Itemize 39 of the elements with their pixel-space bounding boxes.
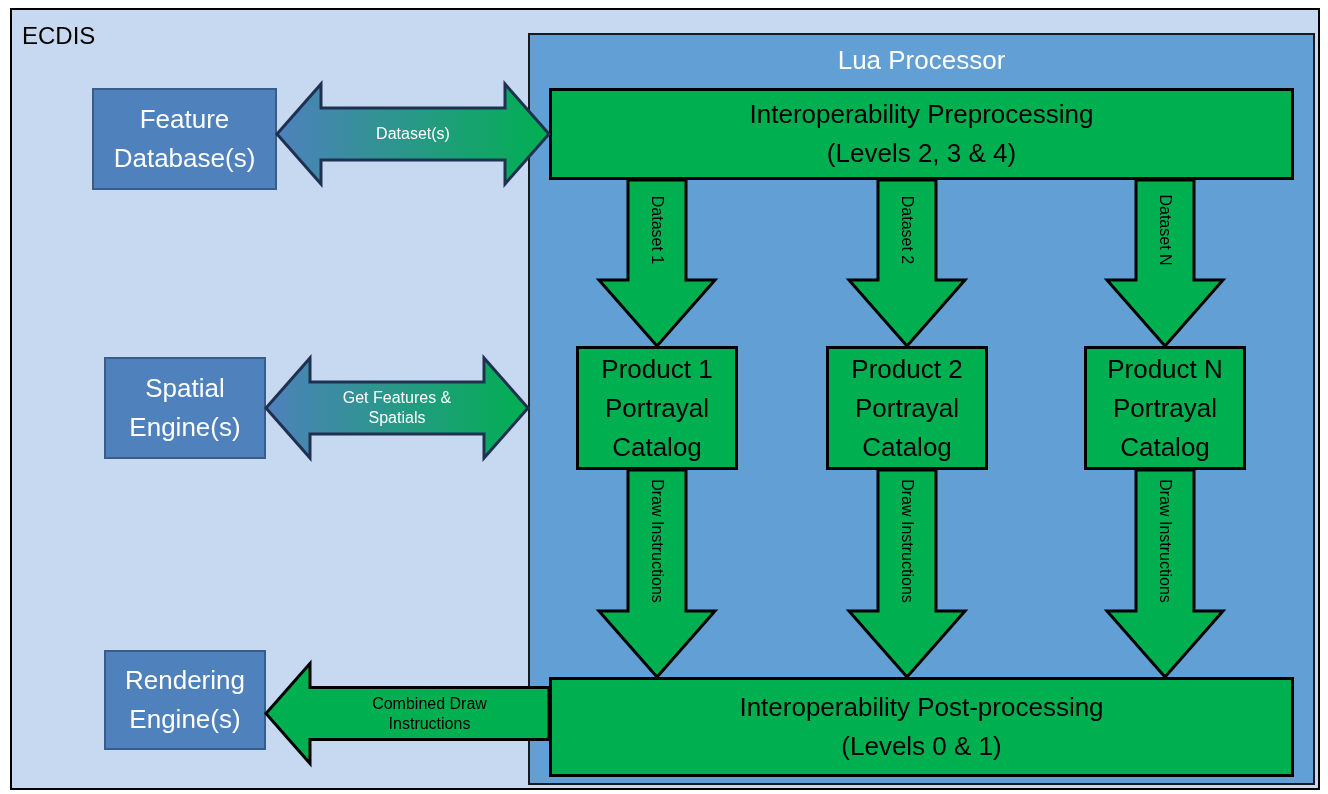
process-box: [576, 346, 738, 470]
edge-label: Get Features & Spatials: [341, 388, 453, 428]
box-label: Product 1 Portrayal Catalog: [600, 352, 714, 464]
block-arrow: [1103, 468, 1227, 680]
block-arrow: [275, 80, 551, 188]
block-arrow: [595, 178, 719, 349]
edge-label: Draw Instructions: [899, 478, 915, 603]
box-label: Feature Database(s): [112, 103, 257, 175]
block-arrow: [595, 468, 719, 680]
process-box: [549, 677, 1294, 777]
block-arrow: [264, 354, 530, 462]
component-box: [92, 88, 277, 190]
edge-label: Dataset(s): [375, 124, 451, 144]
system-panel: [10, 8, 1320, 790]
edge-label: Dataset 2: [899, 195, 915, 265]
system-title: ECDIS: [22, 24, 96, 48]
process-box: [1084, 346, 1246, 470]
process-box: [826, 346, 988, 470]
box-label: Product N Portrayal Catalog: [1106, 352, 1224, 464]
panel-title: Lua Processor: [836, 47, 1007, 73]
box-label: Product 2 Portrayal Catalog: [850, 352, 964, 464]
box-label: (Levels 2, 3 & 4): [826, 137, 1017, 170]
component-box: [104, 357, 266, 459]
process-box: [549, 88, 1294, 180]
edge-label: Dataset N: [1157, 194, 1173, 266]
block-arrow: [1103, 178, 1227, 349]
edge-label: Draw Instructions: [649, 478, 665, 603]
box-label: Interoperability Post-processing: [739, 691, 1104, 724]
component-box: [104, 650, 266, 750]
block-arrow: [845, 468, 969, 680]
edge-label: Dataset 1: [649, 195, 665, 265]
box-label: (Levels 0 & 1): [841, 730, 1002, 763]
edge-label: Combined Draw Instructions: [371, 693, 488, 734]
box-label: Interoperability Preprocessing: [749, 98, 1094, 131]
block-arrow: [845, 178, 969, 349]
block-arrow: [264, 659, 551, 768]
box-label: Rendering Engine(s): [124, 664, 246, 736]
edge-label: Draw Instructions: [1157, 478, 1173, 603]
box-label: Spatial Engine(s): [128, 372, 242, 444]
